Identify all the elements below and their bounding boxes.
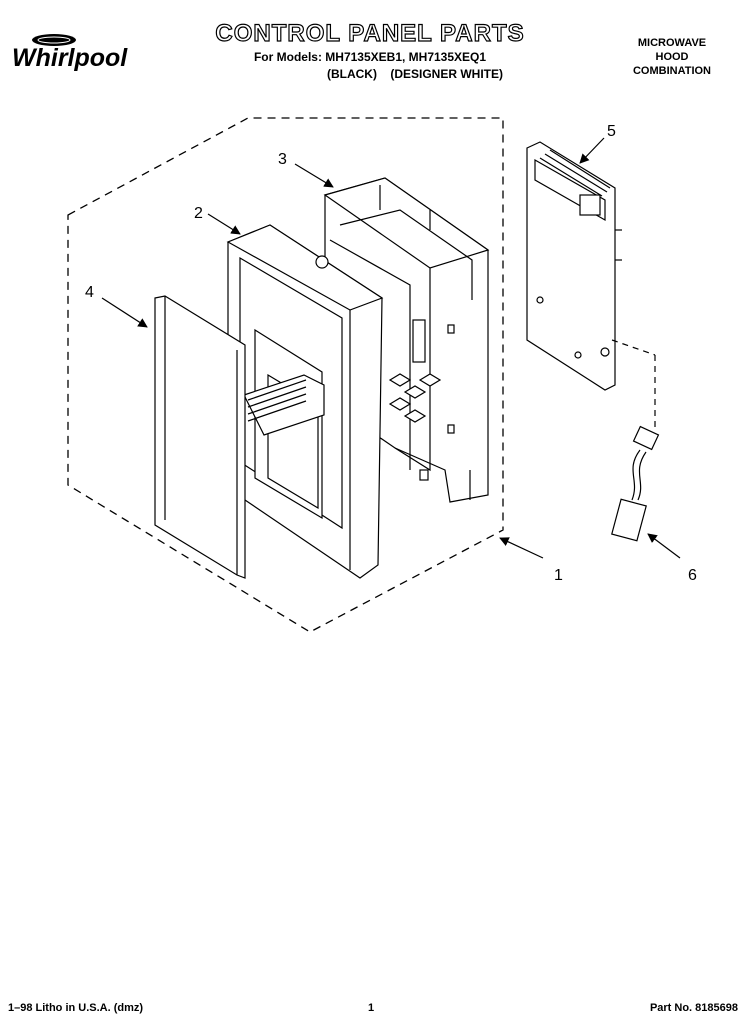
callout-arrow-1	[499, 537, 544, 559]
keypad-overlay-part	[154, 295, 246, 579]
exploded-parts-diagram: 1 2 3 4 5 6	[67, 117, 697, 633]
page-title: CONTROL PANEL PARTS	[215, 19, 525, 47]
footer-part-number: Part No. 8185698	[649, 1002, 738, 1014]
callout-number-2: 2	[194, 205, 203, 222]
footer-page-number: 1	[368, 1002, 375, 1014]
brand-name: Whirlpool	[12, 44, 128, 72]
variants-line: (BLACK) (DESIGNER WHITE)	[190, 67, 550, 81]
footer-litho: 1–98 Litho in U.S.A. (dmz)	[8, 1002, 144, 1014]
control-board-part	[526, 141, 622, 391]
callout-number-4: 4	[85, 284, 94, 301]
callout-number-5: 5	[607, 123, 616, 140]
callout-number-1: 1	[554, 567, 563, 584]
callout-arrow-2	[207, 213, 241, 235]
callout-number-6: 6	[688, 567, 697, 584]
wire-harness-part	[611, 339, 660, 542]
appliance-line-1: MICROWAVE	[637, 37, 707, 49]
appliance-line-2: HOOD	[655, 51, 689, 63]
callout-arrow-6	[647, 533, 681, 559]
front-frame-part	[226, 224, 384, 579]
appliance-line-3: COMBINATION	[632, 65, 711, 77]
variant-white: (DESIGNER WHITE)	[390, 67, 503, 81]
appliance-type: MICROWAVE HOOD COMBINATION	[610, 36, 734, 78]
whirlpool-badge-icon: Whirlpool	[12, 34, 128, 72]
models-line: For Models: MH7135XEB1, MH7135XEQ1	[253, 50, 487, 64]
callout-number-3: 3	[278, 151, 287, 168]
variant-black: (BLACK)	[326, 67, 377, 81]
brand-logo: Whirlpool	[10, 28, 160, 88]
callout-arrow-3	[294, 163, 334, 188]
callout-arrow-4	[101, 297, 148, 328]
callout-arrows	[101, 137, 681, 559]
assembly-outline	[67, 117, 504, 633]
callout-arrow-5	[579, 137, 605, 164]
callout-numbers: 1 2 3 4 5 6	[85, 123, 697, 584]
